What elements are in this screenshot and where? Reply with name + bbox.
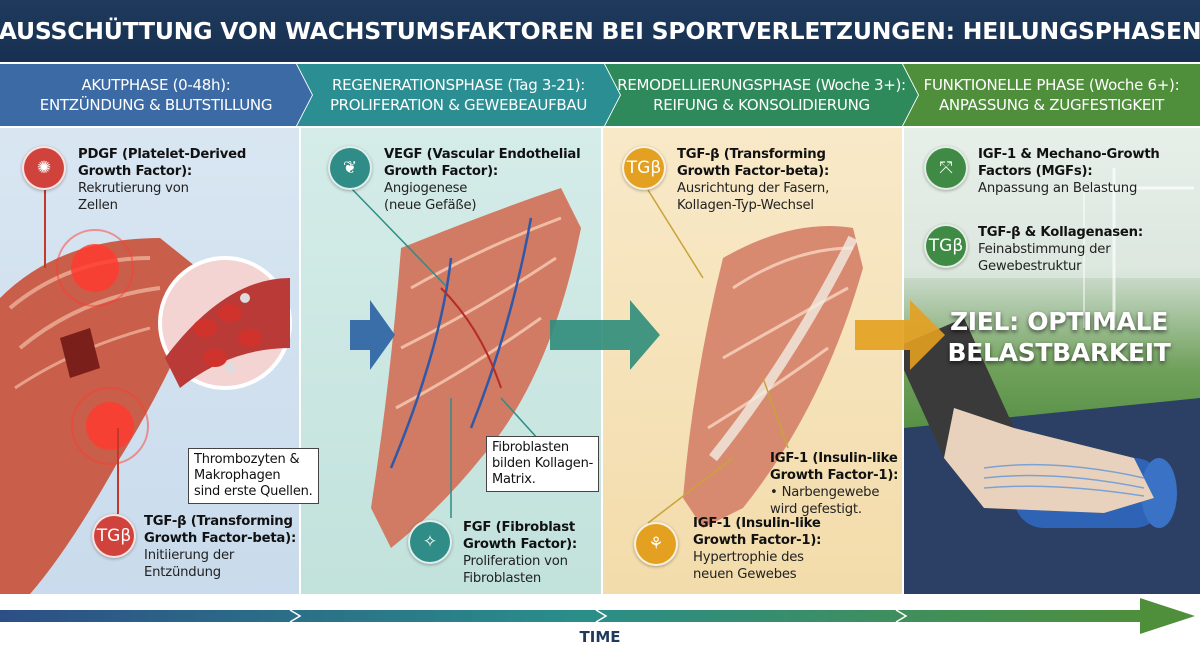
phase-header-acute: AKUTPHASE (0-48h): ENTZÜNDUNG & BLUTSTIL… <box>0 64 312 126</box>
remodeling-muscle-illustration <box>647 189 863 528</box>
fgf-name-line2: Growth Factor): <box>463 537 577 552</box>
goal-line1: ZIEL: OPTIMALE <box>949 307 1169 336</box>
phase-header-line2: REIFUNG & KONSOLIDIERUNG <box>653 96 870 114</box>
note-line1: Fibroblasten <box>492 440 569 455</box>
fgf-desc-line1: Proliferation von <box>463 554 568 569</box>
tgf-desc-line2: Entzündung <box>144 565 221 580</box>
virus-icon: ✺ <box>22 146 66 190</box>
fgf-desc-line2: Fibroblasten <box>463 571 542 586</box>
vegf-desc-line2: (neue Gefäße) <box>384 198 477 213</box>
tgf-beta-icon: TGβ <box>924 224 968 268</box>
regeneration-muscle-illustration <box>350 187 581 548</box>
igf-desc-line1: Anpassung an Belastung <box>978 181 1138 196</box>
tgf-name-line2: Growth Factor-beta): <box>677 164 830 179</box>
vegf-name-line2: Growth Factor): <box>384 164 498 179</box>
acute-source-note: Thrombozyten & Makrophagen sind erste Qu… <box>188 448 319 504</box>
phase-header-line2: PROLIFERATION & GEWEBEAUFBAU <box>329 96 588 114</box>
pdgf-label: PDGF (Platelet-Derived Growth Factor): R… <box>78 146 246 214</box>
tgf-name-line1: TGF-β & Kollagenasen: <box>978 225 1143 240</box>
page-title: AUSSCHÜTTUNG VON WACHSTUMSFAKTOREN BEI S… <box>0 17 1200 45</box>
tgf-desc-line2: Kollagen-Typ-Wechsel <box>677 198 814 213</box>
tgf-name-line2: Growth Factor-beta): <box>144 531 297 546</box>
acute-muscle-illustration <box>0 190 292 594</box>
fgf-label: FGF (Fibroblast Growth Factor): Prolifer… <box>463 519 577 587</box>
note-line3: Matrix. <box>492 472 536 487</box>
fibroblast-icon: ✧ <box>408 520 452 564</box>
tgf-desc-line2: Gewebestruktur <box>978 259 1082 274</box>
igf-desc-line1: Hypertrophie des <box>693 550 804 565</box>
pdgf-name-line2: Growth Factor): <box>78 164 192 179</box>
igf-name-line2: Factors (MGFs): <box>978 164 1093 179</box>
vegf-desc-line1: Angiogenese <box>384 181 468 196</box>
pdgf-desc-line2: Zellen <box>78 198 118 213</box>
title-bar: AUSSCHÜTTUNG VON WACHSTUMSFAKTOREN BEI S… <box>0 0 1200 62</box>
igf-name-line1: IGF-1 (Insulin-like <box>693 516 821 531</box>
tgf-desc-line1: Feinabstimmung der <box>978 242 1111 257</box>
note-line2: bilden Kollagen- <box>492 456 594 471</box>
phase-header-line1: FUNKTIONELLE PHASE (Woche 6+): <box>923 76 1180 94</box>
igf-name-line1: IGF-1 & Mechano-Growth <box>978 147 1160 162</box>
goal-statement: ZIEL: OPTIMALE BELASTBARKEIT <box>924 306 1194 368</box>
pdgf-desc-line1: Rekrutierung von <box>78 181 189 196</box>
fibroblast-note: Fibroblasten bilden Kollagen- Matrix. <box>486 436 600 492</box>
tgf-beta-icon: TGβ <box>92 514 136 558</box>
vegf-label: VEGF (Vascular Endothelial Growth Factor… <box>384 146 581 214</box>
igf-desc-line1: • Narbengewebe <box>770 485 880 500</box>
note-line2: Makrophagen <box>194 468 281 483</box>
phase-header-remodeling: REMODELLIERUNGSPHASE (Woche 3+): REIFUNG… <box>605 64 918 126</box>
phase-header-regeneration: REGENERATIONSPHASE (Tag 3-21): PROLIFERA… <box>297 64 620 126</box>
timeline-arrow <box>0 598 1195 634</box>
phase-header-line1: AKUTPHASE (0-48h): <box>81 76 231 94</box>
pdgf-name-line1: PDGF (Platelet-Derived <box>78 147 247 162</box>
panel-functional <box>904 128 1200 594</box>
tgf-name-line1: TGF-β (Transforming <box>144 514 293 529</box>
sprout-icon: ❦ <box>328 146 372 190</box>
igf-desc-line2: wird gefestigt. <box>770 502 862 517</box>
phase-header-line2: ANPASSUNG & ZUGFESTIGKEIT <box>938 96 1165 114</box>
remodel-igf-scar-label: IGF-1 (Insulin-like Growth Factor-1): • … <box>770 450 898 518</box>
remodel-igf-hypertrophy-label: IGF-1 (Insulin-like Growth Factor-1): Hy… <box>693 515 821 583</box>
tgf-desc-line1: Ausrichtung der Fasern, <box>677 181 830 196</box>
remodel-tgf-label: TGF-β (Transforming Growth Factor-beta):… <box>677 146 829 214</box>
tgf-name-line1: TGF-β (Transforming <box>677 147 826 162</box>
acute-tgf-label: TGF-β (Transforming Growth Factor-beta):… <box>144 513 296 581</box>
cell-growth-icon: ⚘ <box>634 522 678 566</box>
note-line3: sind erste Quellen. <box>194 484 313 499</box>
functional-tgf-label: TGF-β & Kollagenasen: Feinabstimmung der… <box>978 224 1143 275</box>
igf-name-line2: Growth Factor-1): <box>770 468 899 483</box>
arrow-right-icon <box>550 300 660 370</box>
phase-header-line1: REMODELLIERUNGSPHASE (Woche 3+): <box>617 76 906 94</box>
arrow-right-icon <box>855 300 945 370</box>
igf-desc-line2: neuen Gewebes <box>693 567 797 582</box>
timeline-label: TIME <box>579 628 621 646</box>
goal-line2: BELASTBARKEIT <box>947 338 1171 367</box>
tgf-desc-line1: Initiierung der <box>144 548 235 563</box>
phase-header-line1: REGENERATIONSPHASE (Tag 3-21): <box>331 76 586 94</box>
fgf-name-line1: FGF (Fibroblast <box>463 520 576 535</box>
note-line1: Thrombozyten & <box>194 452 300 467</box>
tgf-beta-icon: TGβ <box>622 146 666 190</box>
phase-header-functional: FUNKTIONELLE PHASE (Woche 6+): ANPASSUNG… <box>903 64 1200 126</box>
vegf-name-line1: VEGF (Vascular Endothelial <box>384 147 581 162</box>
igf-name-line1: IGF-1 (Insulin-like <box>770 451 898 466</box>
arrow-right-icon <box>350 300 395 370</box>
igf-name-line2: Growth Factor-1): <box>693 533 822 548</box>
expand-arrows-icon: ⤧ <box>924 146 968 190</box>
phase-header-line2: ENTZÜNDUNG & BLUTSTILLUNG <box>39 96 273 114</box>
functional-igf-label: IGF-1 & Mechano-Growth Factors (MGFs): A… <box>978 146 1160 197</box>
